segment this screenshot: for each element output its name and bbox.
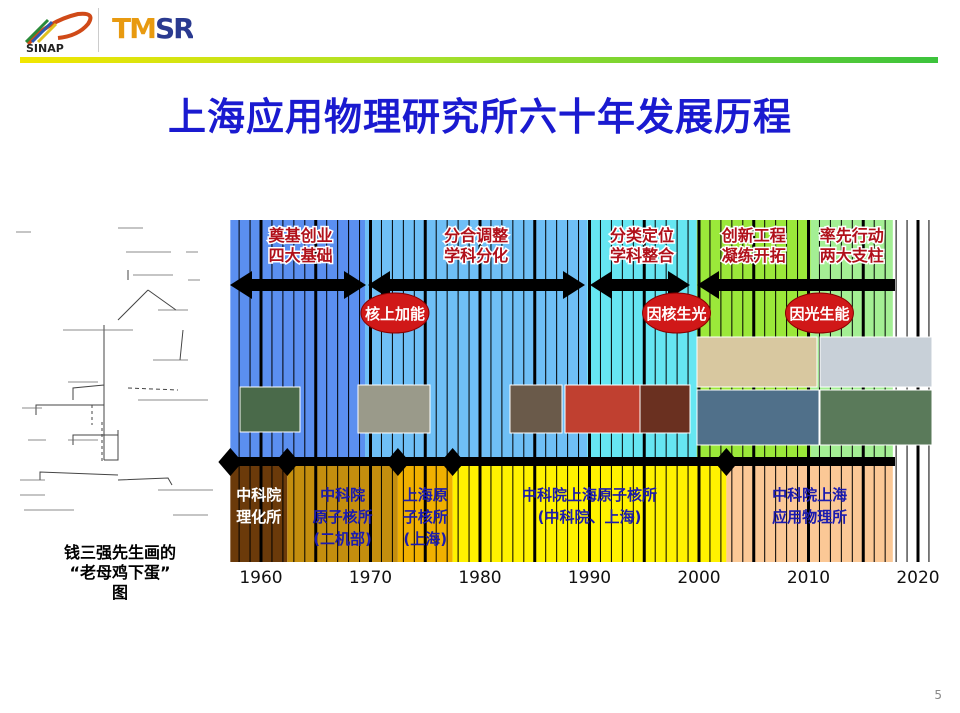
year-label: 1990 xyxy=(568,568,611,588)
facility-photo xyxy=(509,384,563,434)
institute-label: 中科院 xyxy=(236,486,281,504)
phase-label: 凝练开拓 xyxy=(722,246,786,265)
phase-label: 学科整合 xyxy=(610,246,675,265)
arrow-head-icon xyxy=(344,271,366,299)
logo-divider xyxy=(98,8,99,52)
arrow-head-icon xyxy=(668,271,690,299)
caption-line: 钱三强先生画的 xyxy=(63,543,176,562)
phase-label: 两大支柱 xyxy=(820,246,884,265)
page-number: 5 xyxy=(934,688,942,702)
page-title: 上海应用物理研究所六十年发展历程 xyxy=(167,95,792,139)
phase-label: 四大基础 xyxy=(269,246,333,265)
institute-label: 中科院 xyxy=(320,486,365,504)
transition-diamond-icon xyxy=(385,448,410,476)
facility-photo xyxy=(819,389,933,446)
phase-label: 分合调整 xyxy=(444,226,508,245)
milestone-oval xyxy=(642,292,712,334)
institute-label: 理化所 xyxy=(236,508,281,526)
institute-axis-line xyxy=(230,457,895,466)
facility-photo xyxy=(564,384,641,434)
milestone-label: 因核生光 xyxy=(647,305,707,323)
period-arrow xyxy=(386,279,567,291)
phase-label: 分类定位 xyxy=(610,226,674,245)
year-label: 1980 xyxy=(458,568,501,588)
year-label: 1960 xyxy=(239,568,282,588)
year-label: 2020 xyxy=(896,568,939,588)
period-arrow xyxy=(715,279,895,291)
phase-label: 率先行动 xyxy=(820,226,884,245)
phase-label: 学科分化 xyxy=(444,246,508,265)
year-label: 1970 xyxy=(349,568,392,588)
arrow-head-icon xyxy=(697,271,719,299)
sketch-caption: 钱三强先生画的 “老母鸡下蛋” 图 xyxy=(20,543,220,603)
caption-line: 图 xyxy=(111,583,128,602)
arrow-head-icon xyxy=(563,271,585,299)
transition-diamond-icon xyxy=(218,448,243,476)
institute-label: 应用物理所 xyxy=(772,508,847,526)
phase-label: 奠基创业 xyxy=(268,226,333,245)
facility-photo xyxy=(357,384,431,434)
arrow-head-icon xyxy=(368,271,390,299)
institute-label: 原子核所 xyxy=(313,508,373,526)
institute-band xyxy=(230,462,288,562)
period-arrow xyxy=(248,279,348,291)
tmsr-logo-text: TMSR xyxy=(112,12,195,45)
institute-label: (二机部) xyxy=(313,530,372,548)
header-gradient-bar xyxy=(20,57,938,63)
year-label: 2000 xyxy=(677,568,720,588)
arrow-head-icon xyxy=(590,271,612,299)
facility-photo xyxy=(639,384,691,434)
sinap-logo-text: SINAP xyxy=(26,42,64,55)
arrow-head-icon xyxy=(230,271,252,299)
milestone-oval xyxy=(360,292,430,334)
facility-photo xyxy=(696,389,820,446)
milestone-label: 核上加能 xyxy=(365,305,425,323)
transition-diamond-icon xyxy=(714,448,739,476)
year-label: 2010 xyxy=(787,568,830,588)
period-arrow xyxy=(608,279,672,291)
phase-label: 创新工程 xyxy=(721,226,786,245)
milestone-oval xyxy=(784,292,854,334)
institute-label: (上海) xyxy=(403,530,447,548)
institute-label: (中科院、上海) xyxy=(538,508,642,526)
facility-photo xyxy=(819,336,933,388)
caption-line: “老母鸡下蛋” xyxy=(69,563,171,582)
institute-label: 子核所 xyxy=(403,508,448,526)
sinap-logo: SINAP xyxy=(18,6,98,55)
milestone-label: 因光生能 xyxy=(789,305,849,323)
facility-photo xyxy=(696,336,818,388)
transition-diamond-icon xyxy=(440,448,465,476)
institute-label: 中科院上海 xyxy=(772,486,847,504)
institute-label: 上海原 xyxy=(403,486,448,504)
laomuji-sketch xyxy=(8,210,223,540)
tmsr-logo: TMSR xyxy=(112,12,195,45)
transition-diamond-icon xyxy=(275,448,300,476)
facility-photo xyxy=(239,386,301,433)
institute-band xyxy=(287,462,398,562)
institute-label: 中科院上海原子核所 xyxy=(522,486,657,504)
